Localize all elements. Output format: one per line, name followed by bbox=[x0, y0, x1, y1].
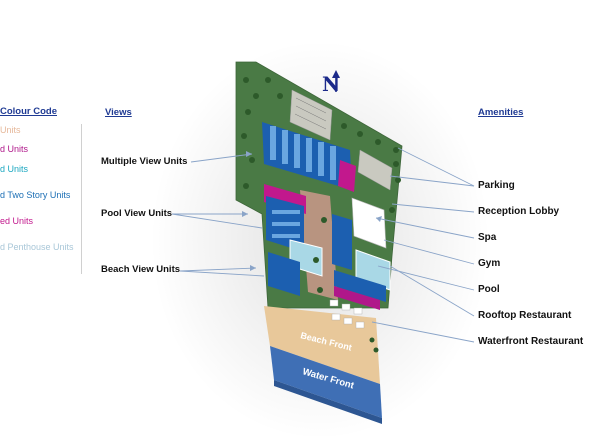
label-gym: Gym bbox=[478, 258, 501, 269]
water-area bbox=[270, 346, 382, 418]
legend-item-d-units-magenta: d Units bbox=[0, 144, 29, 154]
waterfront-restaurant bbox=[329, 299, 365, 329]
north-compass-label: N bbox=[322, 72, 341, 96]
reception-lobby bbox=[351, 197, 387, 249]
legend-item-two-story-units: d Two Story Units bbox=[0, 190, 71, 200]
beach-area bbox=[264, 306, 380, 384]
label-waterfront-restaurant: Waterfront Restaurant bbox=[478, 336, 584, 347]
legend-item-ed-units: ed Units bbox=[0, 216, 34, 226]
amenities-leader-lines bbox=[371, 147, 475, 343]
legend-item-penthouse-units: d Penthouse Units bbox=[0, 242, 74, 252]
label-pool-view-units: Pool View Units bbox=[101, 208, 173, 219]
label-reception-lobby: Reception Lobby bbox=[478, 206, 560, 217]
parking-right bbox=[357, 149, 393, 191]
label-beach-view-units: Beach View Units bbox=[101, 264, 181, 275]
legend-divider bbox=[81, 124, 82, 274]
label-multiple-view-units: Multiple View Units bbox=[101, 156, 188, 167]
legend-title: Colour Code bbox=[0, 106, 57, 117]
label-pool: Pool bbox=[478, 284, 500, 295]
legend-item-d-units-teal: d Units bbox=[0, 164, 29, 174]
views-leader-lines bbox=[171, 153, 265, 277]
label-parking: Parking bbox=[478, 180, 515, 191]
label-spa: Spa bbox=[478, 232, 497, 243]
pool-view-units-left bbox=[264, 184, 323, 296]
trees bbox=[241, 77, 401, 353]
pool-view-units-right bbox=[332, 197, 391, 310]
legend-item-units: Units bbox=[0, 125, 21, 135]
label-rooftop-restaurant: Rooftop Restaurant bbox=[478, 310, 572, 321]
amenities-header: Amenities bbox=[478, 107, 524, 118]
multiple-view-units-cluster bbox=[262, 122, 356, 192]
views-header: Views bbox=[105, 107, 132, 118]
parking-area bbox=[289, 89, 333, 141]
site-ground bbox=[235, 61, 403, 309]
